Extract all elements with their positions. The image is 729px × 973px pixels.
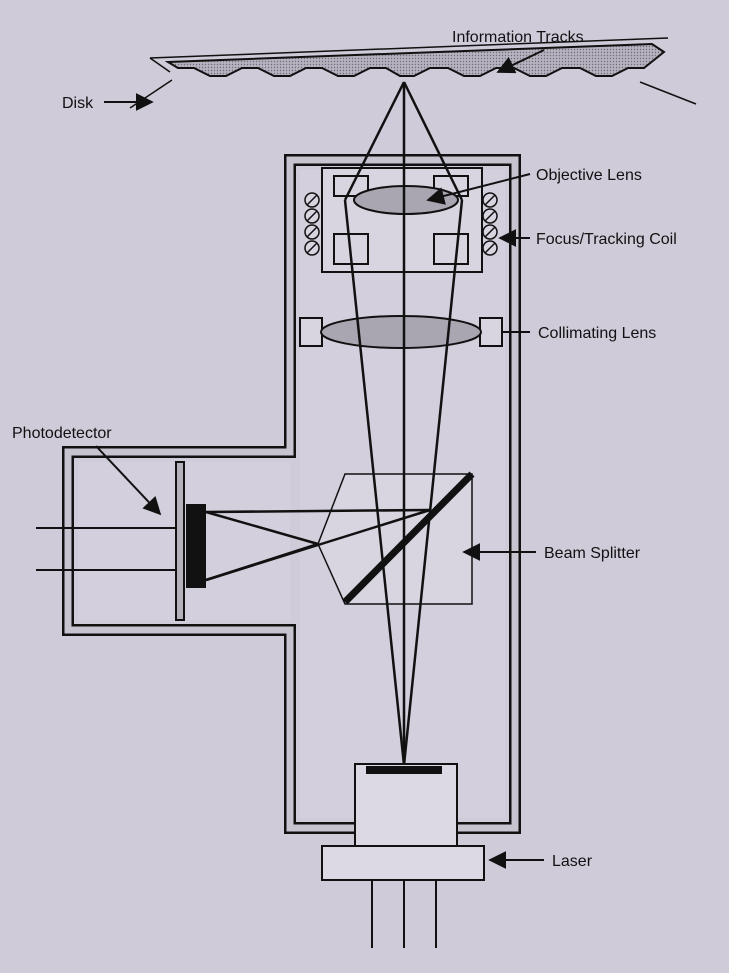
label-focus-tracking-coil: Focus/Tracking Coil (536, 231, 677, 248)
label-laser: Laser (552, 853, 593, 870)
information-tracks-arrow (496, 49, 545, 74)
beam-splitter (317, 471, 475, 605)
label-collimating-lens: Collimating Lens (538, 325, 656, 342)
label-objective-lens: Objective Lens (536, 167, 642, 184)
photodetector (36, 461, 206, 621)
label-disk: Disk (62, 95, 94, 112)
photodetector-arrow (95, 445, 162, 516)
focus-tracking-coil (304, 192, 498, 256)
laser-diode-assembly (321, 763, 485, 948)
collimating-lens (320, 315, 482, 349)
objective-lens-arrow (426, 173, 531, 205)
label-beam-splitter: Beam Splitter (544, 545, 641, 562)
laser-beam-paths (205, 81, 464, 766)
label-photodetector: Photodetector (12, 425, 112, 442)
label-information-tracks: Information Tracks (452, 29, 584, 46)
objective-lens (353, 185, 459, 215)
